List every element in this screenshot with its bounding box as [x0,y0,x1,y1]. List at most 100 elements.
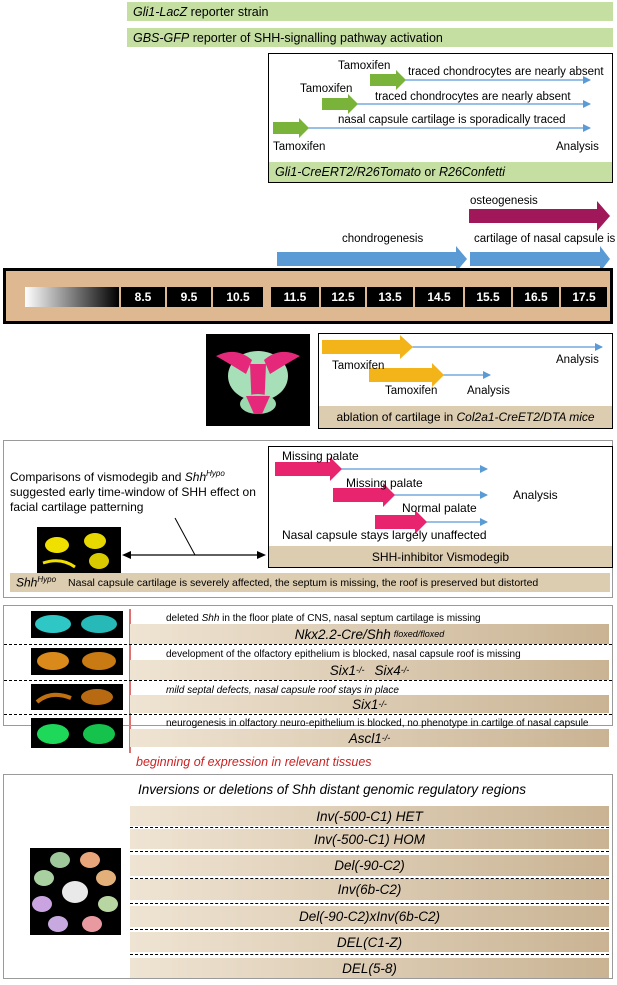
comparison-arrow [122,517,266,559]
gli1-lacz-text: reporter strain [187,4,269,19]
regulatory-title: Inversions or deletions of Shh distant g… [138,782,526,797]
tracing-tamoxifen-2: Tamoxifen [300,83,353,95]
expression-note: beginning of expression in relevant tiss… [136,755,372,769]
comparison-gene: Shh [184,470,207,484]
tracing-arrow-3 [273,118,591,138]
row-divider [130,903,609,904]
ablation-footer-text: ablation of cartilage in [336,410,457,424]
tracing-footer-gene2: R26Confetti [438,165,505,179]
ablation-arrow-1 [322,335,603,359]
row-divider [4,680,612,681]
vismodegib-arrow-2 [333,483,488,507]
stage-cell: 9.5 [167,287,211,307]
mutant-gene-bar-4: Ascl1-/- [130,729,609,747]
vismodegib-box [268,446,613,568]
comparison-text: Comparisons of vismodegib and ShhHypo su… [10,466,266,515]
tracing-arrow-2 [322,94,591,114]
ablation-tamoxifen-1: Tamoxifen [332,360,385,372]
osteogenesis-arrow [469,201,610,231]
regulatory-bar: Inv(6b-C2) [130,879,609,900]
ablation-footer: ablation of cartilage in Col2a1-CreET2/D… [319,406,612,428]
row-divider [4,644,612,645]
cartilage-set-label: cartilage of nasal capsule is set [474,233,617,245]
skull-image-yellow [37,527,121,573]
mutants-section [3,605,613,726]
mutant-desc-2: development of the olfactory epithelium … [166,649,521,660]
stage-cell: 11.5 [271,287,319,307]
tracing-tamoxifen-3: Tamoxifen [273,141,326,153]
shh-hypo-gene: Shh [16,575,38,590]
regulatory-bar: Del(-90-C2) [130,855,609,876]
stage-cell: 10.5 [213,287,263,307]
tracing-analysis: Analysis [556,141,599,153]
tracing-text-3: nasal capsule cartilage is sporadically … [338,114,566,126]
skull-image-cyan [31,611,123,638]
comparison-sup: Hypo [206,469,225,478]
vismodegib-arrow-3 [375,510,488,534]
gli1-lacz-bar: Gli1-LacZ reporter strain [127,2,613,21]
tracing-tamoxifen-1: Tamoxifen [338,60,391,72]
ablation-box [318,333,613,429]
vismodegib-footer: SHH-inhibitor Vismodegib [269,546,612,567]
tracing-footer-gene: Gli1-CreERT2/R26Tomato [275,165,421,179]
skull-image-dark-orange [31,684,123,710]
stage-cell: 17.5 [561,287,607,307]
skull-image-green-magenta [206,334,310,426]
stage-cell: 15.5 [465,287,511,307]
row-divider [130,878,609,879]
skull-array-image [30,848,121,935]
stage-cell: 12.5 [321,287,365,307]
row-divider [4,714,612,715]
regulatory-bar: Inv(-500-C1) HOM [130,829,609,849]
comparison-text-part2: suggested early time-window of SHH effec… [10,485,256,514]
mutant-gene-bar-3: Six1-/- [130,695,609,713]
shh-hypo-sup: Hypo [37,575,57,585]
regulatory-bar: DEL(5-8) [130,958,609,978]
tracing-arrow-1 [370,70,591,90]
timeline-gradient [25,287,119,307]
stage-cell: 8.5 [121,287,165,307]
comparison-text-part1: Comparisons of vismodegib and [10,470,185,484]
nasal-unaffected: Nasal capsule stays largely unaffected [282,528,487,542]
stage-cell: 13.5 [367,287,413,307]
row-divider [130,929,609,930]
shh-hypo-bar: ShhHypo Nasal capsule cartilage is sever… [10,573,610,592]
ablation-tamoxifen-2: Tamoxifen [385,385,438,397]
tracing-footer: Gli1-CreERT2/R26Tomato or R26Confetti [269,162,612,182]
tracing-text-2: traced chondrocytes are nearly absent [375,91,571,103]
skull-image-orange [31,648,123,675]
cartilage-set-arrow [470,246,610,272]
mutant-desc-3: mild septal defects, nasal capsule roof … [166,685,399,696]
gli1-lacz-gene: Gli1-LacZ [133,4,188,19]
osteogenesis-label: osteogenesis [470,195,538,207]
mutant-gene-bar-2: Six1-/-Six4-/- [130,660,609,680]
missing-palate-1: Missing palate [282,449,359,463]
vismodegib-arrow-1 [275,457,488,481]
shh-hypo-desc: Nasal capsule cartilage is severely affe… [68,576,539,589]
normal-palate: Normal palate [402,501,477,515]
regulatory-bar: DEL(C1-Z) [130,932,609,952]
tracing-text-1: traced chondrocytes are nearly absent [408,66,604,78]
vismodegib-analysis: Analysis [513,488,558,502]
ablation-analysis-2: Analysis [467,385,510,397]
regulatory-section [3,774,613,979]
lineage-tracing-box [268,53,613,183]
gbs-gfp-bar: GBS-GFP reporter of SHH-signalling pathw… [127,28,613,47]
ablation-footer-gene: Col2a1-CreET2/DTA mice [456,410,595,424]
skull-image-green [31,718,123,748]
row-divider [130,954,609,955]
mutant-desc-4: neurogenesis in olfactory neuro-epitheli… [166,718,589,729]
tracing-footer-or: or [420,165,439,179]
ablation-analysis-1: Analysis [556,354,599,366]
row-divider [130,827,609,828]
missing-palate-2: Missing palate [346,476,423,490]
gbs-gfp-gene: GBS-GFP [133,30,190,45]
row-divider [130,851,609,852]
ablation-arrow-2 [369,363,491,387]
stage-cell: 14.5 [415,287,463,307]
stage-cell: 16.5 [513,287,559,307]
chondrogenesis-arrow [277,246,467,272]
regulatory-bar: Del(-90-C2)xInv(6b-C2) [130,906,609,927]
